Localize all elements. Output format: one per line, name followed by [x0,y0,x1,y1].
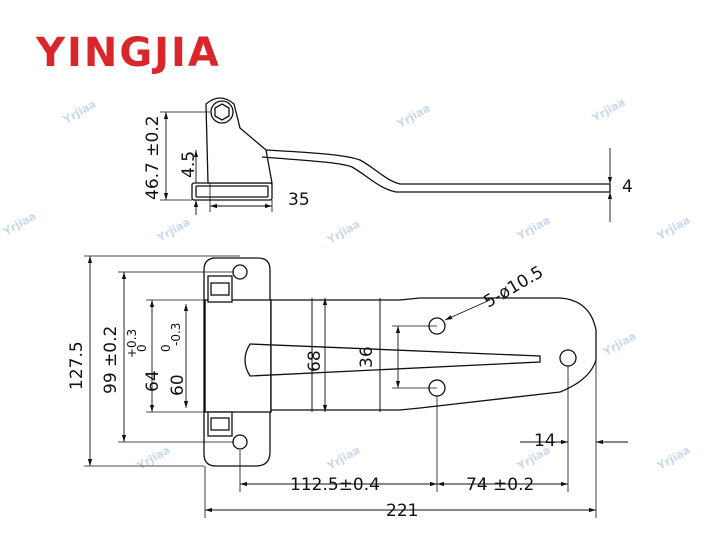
watermark-text: Yrjiaa [394,101,432,131]
knuckle-body [205,97,273,184]
dim-strap-thickness: 4 [622,177,633,197]
dim-overall-length: 221 [386,501,418,521]
pin-hole-outer [210,100,234,124]
nut-bottom-inner [210,417,230,431]
base-plate-inner [195,185,269,198]
nut-top-inner [210,282,230,296]
dim-hole-to-hole: 74 ±0.2 [466,475,534,495]
dim-inner-height-tol-lower: 0 [135,344,149,352]
strap-slot [244,343,541,377]
knuckle-barrel [204,299,272,413]
watermark-text: Yrjiaa [600,329,638,359]
dim-leaf-height-tol-upper: 0 [159,344,173,352]
leader-holes [444,299,491,321]
watermark-text: Yrjiaa [134,443,172,473]
dim-overall-height: 127.5 [67,341,87,390]
dim-hole-spacing: 99 ±0.2 [101,326,121,394]
nut-top [207,275,233,303]
dim-leaf-height-tol-lower: -0.3 [169,323,183,346]
dim-leaf-height: 60 [168,374,188,396]
watermark-text: Yrjiaa [514,213,552,243]
dim-overall-height: 46.7 ±0.2 [143,115,163,200]
dim-strap-length: 112.5±0.4 [290,475,380,495]
dim-pin-height: 4.5 [179,151,199,178]
watermark-text: Yrjiaa [60,97,98,127]
watermark-text: Yrjiaa [324,443,362,473]
brand-logo: YINGJIA [35,30,221,76]
strap-bottom-edge [261,156,610,193]
front-view [84,255,628,518]
dim-strap-root-width: 68 [305,350,325,372]
watermark-text: Yrjiaa [589,95,627,125]
dim-base-width: 35 [288,190,310,210]
watermark-text: Yrjiaa [654,443,692,473]
strap-top-edge [265,149,610,185]
watermark-layer: Yrjiaa Yrjiaa Yrjiaa Yrjiaa Yrjiaa Yrjia… [0,95,692,473]
side-view [160,97,613,222]
watermark-text: Yrjiaa [0,209,38,239]
dim-tip-offset: 14 [534,431,556,451]
dim-slot-width: 36 [357,346,377,368]
dim-inner-height: 64 [143,370,163,392]
nut-bottom [207,411,233,437]
watermark-text: Yrjiaa [324,217,362,247]
watermark-text: Yrjiaa [154,215,192,245]
pin-hex-icon [214,103,230,121]
dim-inner-height-tol-upper: +0.3 [125,329,139,358]
watermark-text: Yrjiaa [654,213,692,243]
